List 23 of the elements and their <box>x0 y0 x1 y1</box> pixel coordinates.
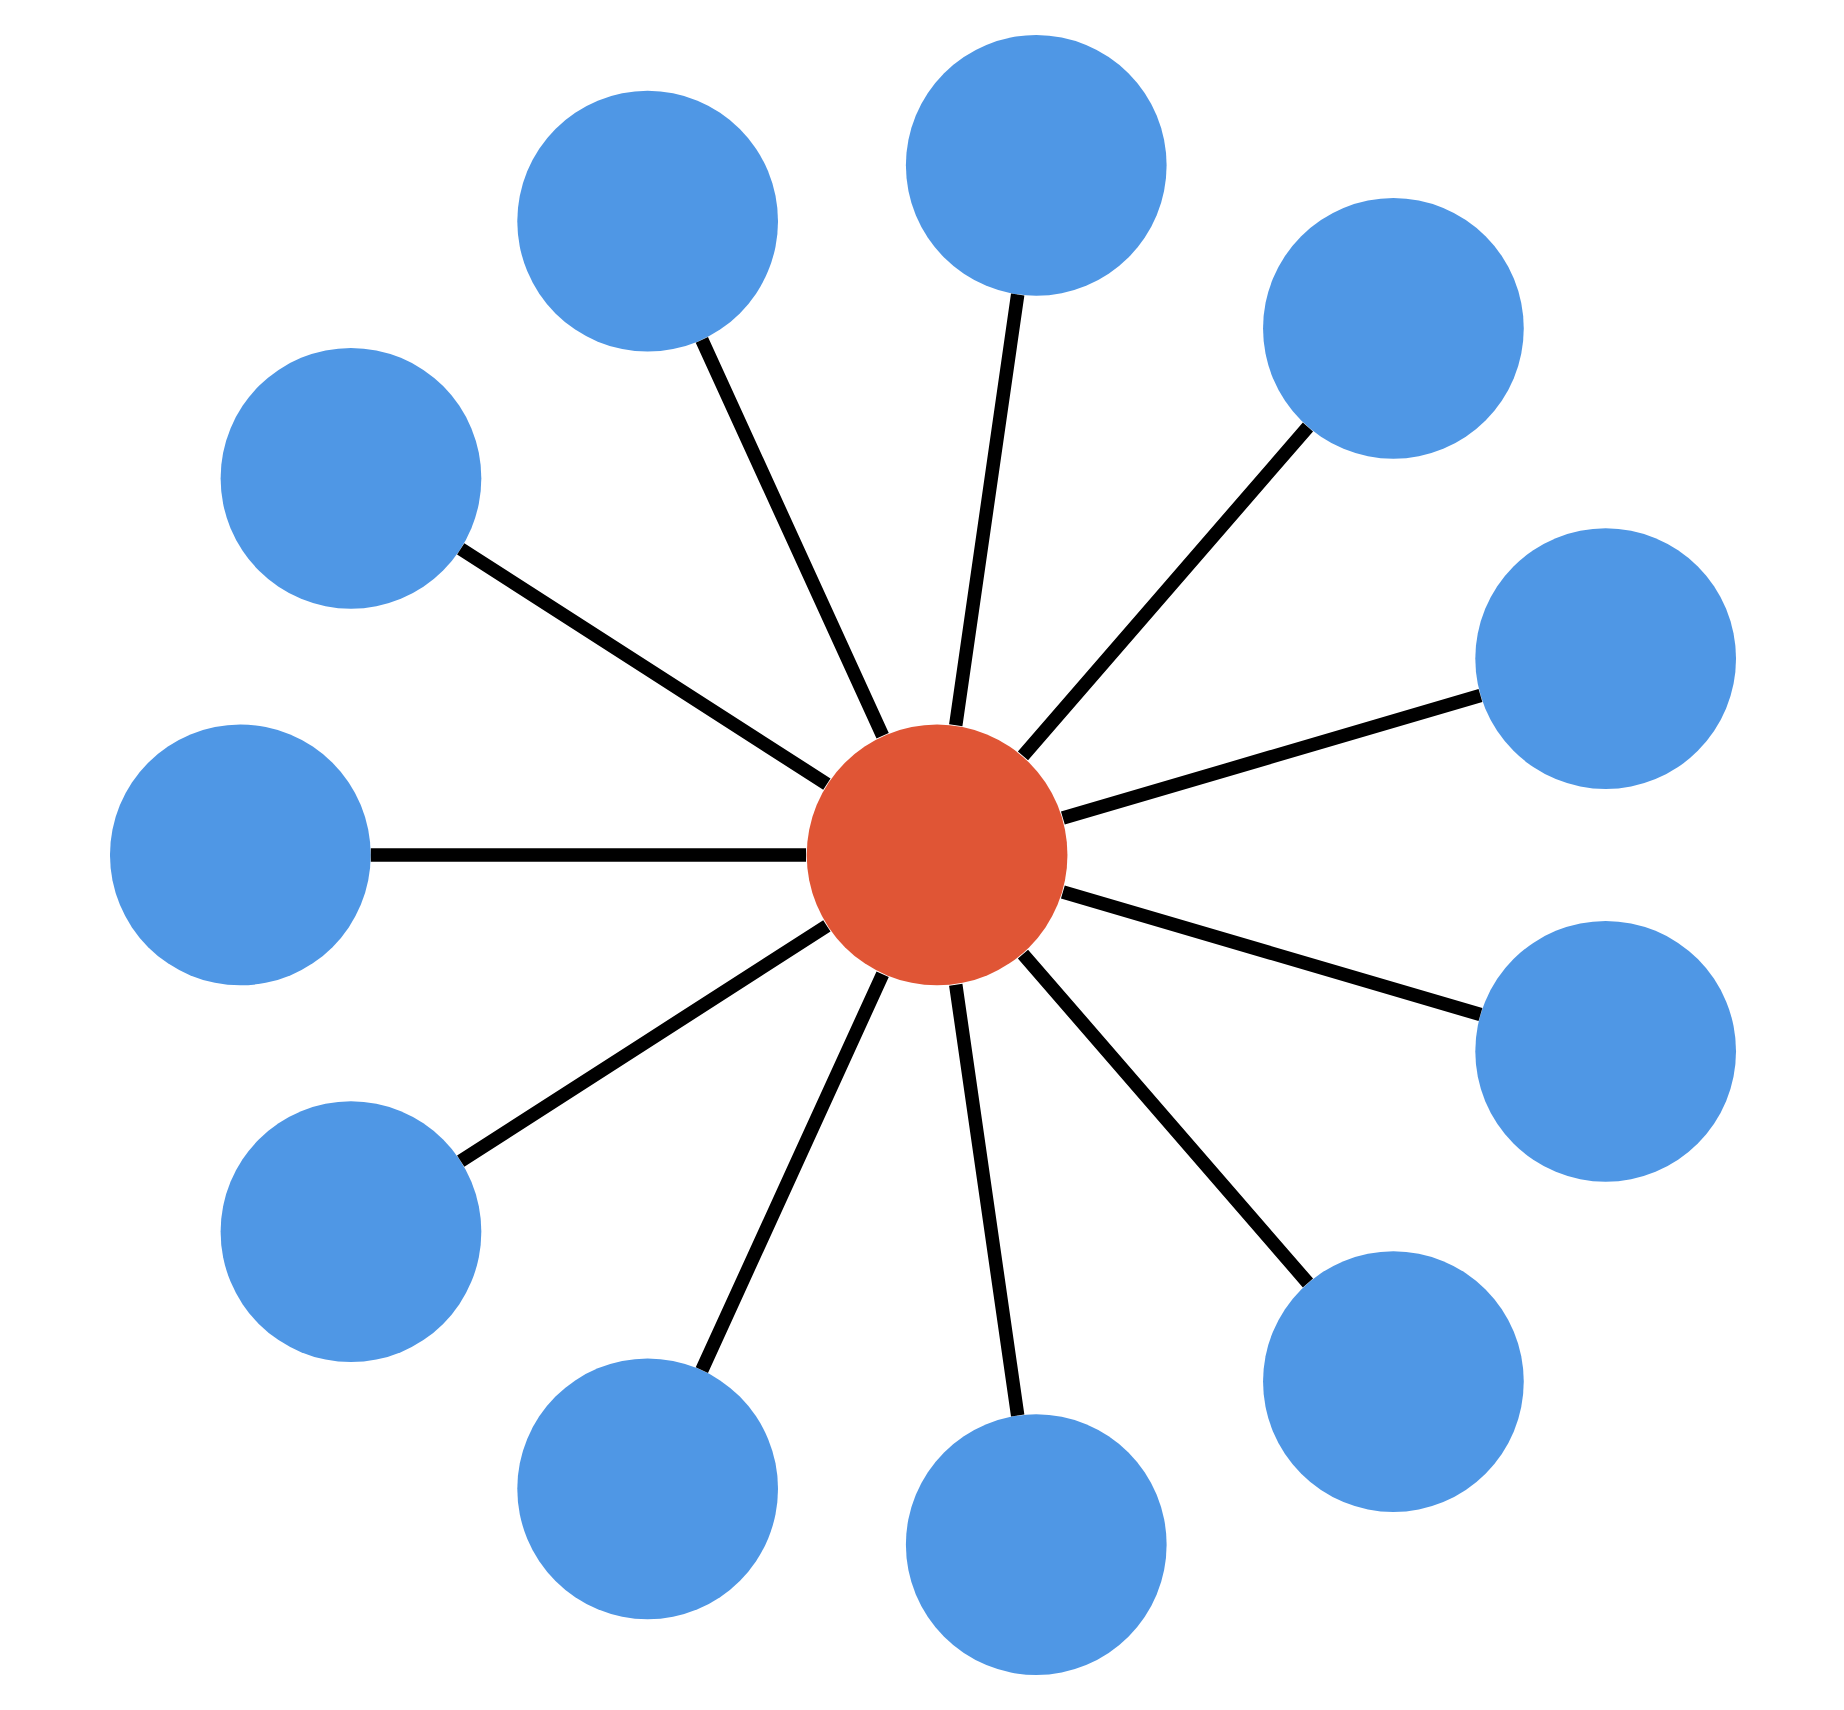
node-circle <box>1474 920 1735 1182</box>
node-circle <box>904 34 1166 296</box>
node-circle <box>1262 1251 1523 1512</box>
connector <box>694 337 888 739</box>
node-circle <box>516 90 777 352</box>
connector <box>1016 949 1313 1288</box>
connector <box>369 848 806 862</box>
node-circle <box>219 347 481 609</box>
node-circle <box>219 1101 481 1363</box>
connector <box>1016 422 1313 761</box>
connector <box>1059 885 1482 1022</box>
connector <box>948 293 1024 727</box>
node-circle <box>109 724 370 986</box>
node-circle <box>516 1358 777 1620</box>
connector <box>456 543 830 790</box>
node-circle <box>904 1414 1166 1676</box>
connector <box>456 920 830 1167</box>
node-circle <box>1474 528 1735 790</box>
node-circle <box>805 724 1067 986</box>
connector <box>1059 688 1482 825</box>
node-circle <box>1262 198 1523 459</box>
connector <box>694 971 888 1373</box>
connector <box>948 983 1024 1417</box>
